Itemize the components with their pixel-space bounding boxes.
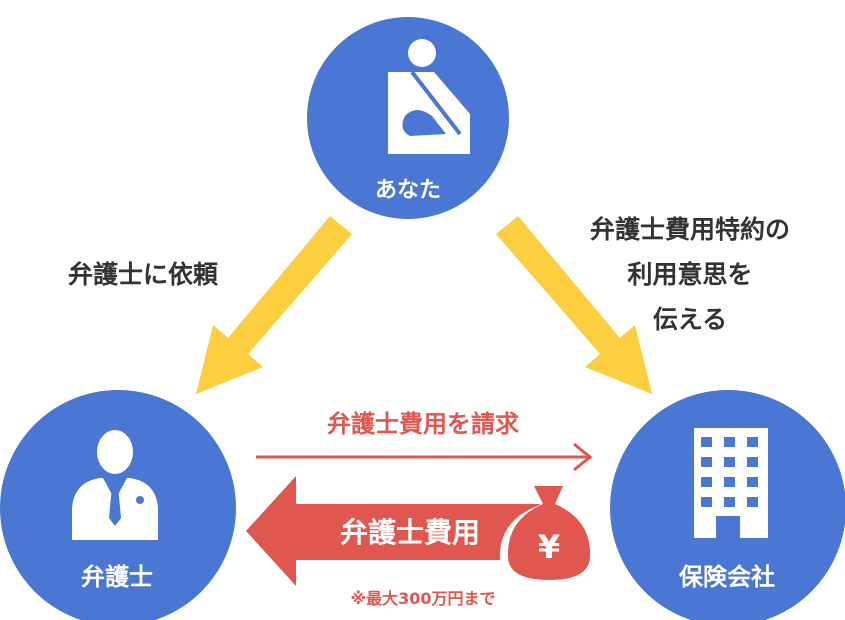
lawyer-icon	[72, 430, 158, 540]
arrow-you-to-lawyer	[196, 216, 352, 394]
notify-line-2: 利用意思を	[627, 260, 752, 289]
request-label: 弁護士に依頼	[68, 260, 219, 289]
money-bag-icon: ¥	[499, 482, 599, 588]
payment-note: ※最大300万円まで	[351, 589, 496, 608]
claim-arrow-head	[573, 442, 593, 472]
lawyer-label: 弁護士	[81, 563, 153, 591]
notify-line-3: 伝える	[653, 305, 727, 334]
notify-line-1: 弁護士費用特約の	[590, 215, 790, 244]
office-building-icon	[694, 428, 768, 538]
claim-label: 弁護士費用を請求	[327, 410, 519, 438]
insurer-label: 保険会社	[678, 563, 775, 591]
injured-person-icon	[388, 39, 470, 154]
you-label: あなた	[375, 178, 441, 203]
arrow-you-to-insurer	[496, 216, 652, 394]
yen-symbol: ¥	[538, 528, 560, 566]
payment-label: 弁護士費用	[340, 516, 480, 549]
payment-arrow	[246, 476, 555, 586]
